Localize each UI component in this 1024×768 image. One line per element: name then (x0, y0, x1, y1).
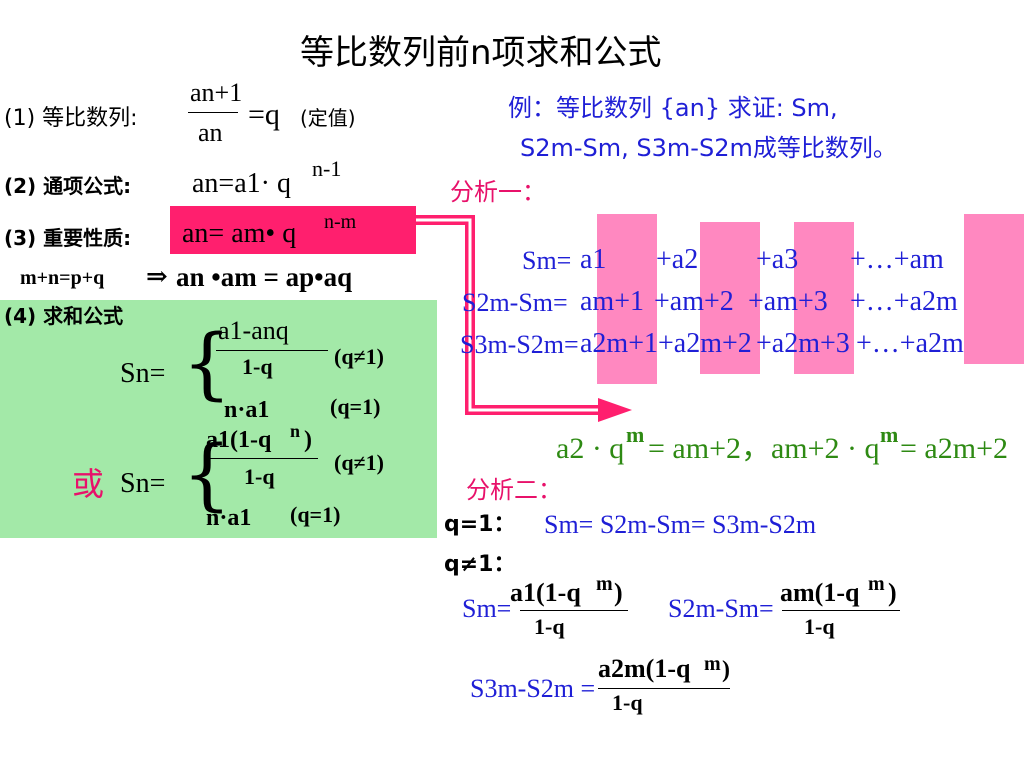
sn-first-case1-numerator: a1-anq (218, 316, 289, 345)
row3-term-2: +a2m+2 (658, 328, 752, 359)
sn-first-case2-condition: (q=1) (330, 394, 381, 419)
fraction2-line (782, 610, 900, 611)
row2-term-1: am+1 (580, 286, 644, 317)
row2-term-2: +am+2 (654, 286, 734, 317)
property-rule-condition: m+n=p+q (20, 267, 105, 289)
definition-denominator: an (198, 118, 223, 147)
sn-second-lhs: Sn= (120, 468, 166, 499)
fraction3-exponent: m (704, 653, 721, 675)
row3-term-4: +…+a2m (856, 328, 964, 359)
fraction3-close: ) (722, 657, 730, 683)
fraction3-line (598, 688, 730, 689)
sn-first-fraction-line (216, 350, 328, 351)
q-equals-1-label: q=1： (444, 512, 516, 537)
column-highlight-1 (597, 214, 657, 384)
column-highlight-3 (794, 222, 854, 374)
green-formula-exp-1: m (626, 422, 645, 447)
row1-term-3: +a3 (756, 244, 799, 275)
row1-term-4: +…+am (850, 244, 944, 275)
definition-numerator: an+1 (190, 78, 243, 107)
general-term-label: (2) 通项公式: (4, 174, 132, 198)
property-exponent: n-m (324, 211, 357, 233)
sn-first-brace: { (182, 319, 232, 409)
row3-lhs: S3m-S2m= (460, 330, 579, 359)
column-highlight-2 (700, 222, 760, 374)
property-formula: an= am• q (182, 218, 297, 249)
general-term-formula: an=a1· q (192, 168, 291, 199)
row3-term-3: +a2m+3 (756, 328, 850, 359)
row2-term-3: +am+3 (748, 286, 828, 317)
sn-first-case1-denominator: 1-q (242, 354, 273, 379)
fraction1-numerator: a1(1-q (510, 578, 581, 607)
sum-formula-panel (0, 300, 437, 538)
sn-second-case1-numerator: a1(1-q (206, 427, 272, 453)
sn-second-fraction-line (206, 458, 318, 459)
sn-second-case1-exponent: n (290, 421, 301, 441)
row2-lhs: S2m-Sm= (462, 288, 568, 317)
row1-lhs: Sm= (522, 246, 572, 275)
sn-second-case2: n·a1 (206, 505, 252, 531)
sn-second-case1-denominator: 1-q (244, 464, 275, 489)
fraction1-exponent: m (596, 573, 613, 595)
sum-formula-label: (4) 求和公式 (4, 304, 124, 328)
property-highlight-box (170, 206, 416, 254)
sn-first-case1-condition: (q≠1) (334, 344, 384, 369)
property-label: (3) 重要性质: (4, 226, 132, 250)
page-title: 等比数列前n项求和公式 (300, 33, 662, 73)
fraction2-exponent: m (868, 573, 885, 595)
property-rule-arrow: ⇒ (146, 262, 168, 291)
fraction3-numerator: a2m(1-q (598, 654, 691, 683)
row1-term-2: +a2 (656, 244, 699, 275)
row1-term-1: a1 (580, 244, 607, 275)
fraction1-lhs: Sm= (462, 594, 512, 623)
sn-second-case1-close: ) (304, 427, 312, 453)
green-formula-middle: = am+2，am+2 · q (648, 432, 880, 465)
fraction3-denominator: 1-q (612, 690, 643, 715)
q-not-1-label: q≠1： (444, 552, 516, 577)
or-label: 或 (72, 465, 105, 503)
property-rule-result: an •am = ap•aq (176, 262, 353, 292)
row2-term-4: +…+a2m (850, 286, 958, 317)
fraction2-denominator: 1-q (804, 614, 835, 639)
fraction2-lhs: S2m-Sm= (668, 594, 774, 623)
sn-second-case1-condition: (q≠1) (334, 450, 384, 475)
example-line-2: S2m-Sm, S3m-S2m成等比数列。 (520, 134, 897, 162)
fraction1-denominator: 1-q (534, 614, 565, 639)
green-formula-end: = a2m+2 (900, 432, 1008, 465)
fraction2-numerator: am(1-q (780, 578, 860, 607)
fraction1-close: ) (614, 578, 623, 607)
connector-arrow (416, 215, 632, 422)
fraction1-line (520, 610, 628, 611)
fraction3-lhs: S3m-S2m = (470, 674, 596, 703)
row3-term-1: a2m+1 (580, 328, 658, 359)
sn-second-case2-condition: (q=1) (290, 502, 341, 527)
sn-second-brace: { (182, 430, 232, 520)
fraction2-close: ) (888, 578, 897, 607)
analysis-one-heading: 分析一： (450, 178, 546, 206)
sn-first-case2: n·a1 (224, 397, 270, 423)
definition-note: (定值) (300, 106, 356, 130)
q-equals-1-formula: Sm= S2m-Sm= S3m-S2m (544, 510, 817, 539)
definition-equals-q: =q (248, 98, 280, 131)
column-highlight-4 (964, 214, 1024, 364)
example-line-1: 例：等比数列 {an} 求证: Sm, (508, 94, 838, 122)
definition-label: (1) 等比数列: (4, 106, 138, 131)
sn-first-lhs: Sn= (120, 358, 166, 389)
green-formula-exp-2: m (880, 422, 899, 447)
green-formula-start: a2 · q (556, 432, 625, 465)
general-term-exponent: n-1 (312, 156, 342, 181)
analysis-two-heading: 分析二： (466, 476, 562, 504)
definition-fraction-line (188, 112, 238, 113)
